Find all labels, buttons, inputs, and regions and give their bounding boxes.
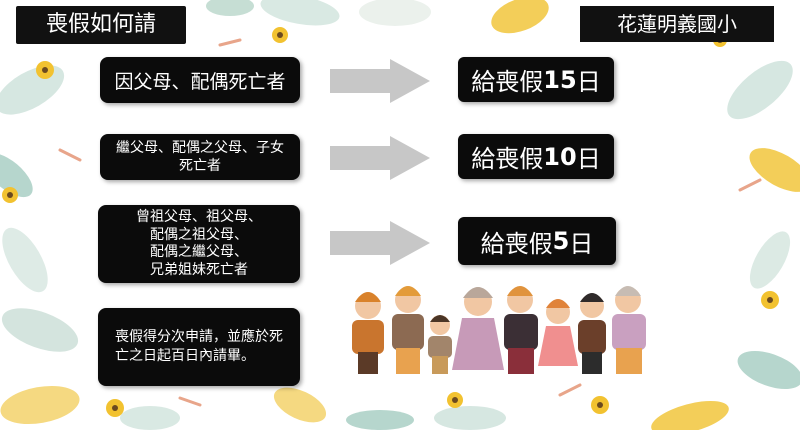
rule-condition-text: 曾祖父母、祖父母、 配偶之祖父母、 配偶之繼父母、 兄弟姐妹死亡者 [136,209,262,278]
rule-condition-1: 因父母、配偶死亡者 [100,57,300,103]
arrow-icon [330,136,430,180]
page-title: 喪假如何請 [16,6,186,44]
note-box: 喪假得分次申請，並應於死 亡之日起百日內請畢。 [98,308,300,386]
result-prefix: 給喪假 [471,68,544,96]
rule-condition-text: 繼父母、配偶之父母、子女 死亡者 [116,139,284,174]
result-unit: 日 [576,145,601,173]
result-days: 15 [543,65,577,94]
result-prefix: 給喪假 [471,145,544,173]
result-unit: 日 [569,229,594,258]
rule-condition-3: 曾祖父母、祖父母、 配偶之祖父母、 配偶之繼父母、 兄弟姐妹死亡者 [98,205,300,283]
result-days: 5 [552,227,570,255]
page-title-text: 喪假如何請 [45,12,156,37]
note-text: 喪假得分次申請，並應於死 亡之日起百日內請畢。 [115,329,283,364]
arrow-icon [330,59,430,103]
school-name-text: 花蓮明義國小 [617,12,737,36]
rule-condition-text: 因父母、配偶死亡者 [114,70,286,93]
school-name: 花蓮明義國小 [580,6,774,42]
result-days: 10 [543,142,577,171]
result-prefix: 給喪假 [480,229,553,258]
family-illustration [352,286,646,374]
arrow-icon [330,221,430,265]
result-unit: 日 [576,68,601,96]
rule-condition-2: 繼父母、配偶之父母、子女 死亡者 [100,134,300,180]
